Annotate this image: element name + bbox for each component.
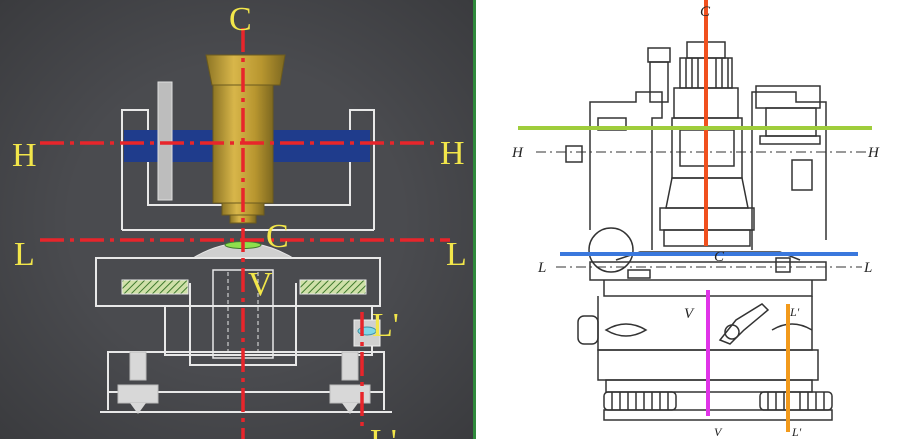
left-label-h-left: H [12, 137, 37, 174]
left-axis-plate-right [272, 130, 370, 162]
left-hatch-right [299, 279, 367, 295]
left-foot-screw-left [117, 351, 159, 414]
left-hatch-left [121, 279, 189, 295]
left-telescope [205, 54, 286, 224]
left-label-c-mid: C [266, 218, 289, 255]
right-tribrach [597, 349, 833, 421]
right-label-h-right: H [867, 145, 880, 161]
left-label-l-prime: L' [372, 307, 399, 344]
right-finder-scope [647, 47, 671, 103]
left-axis-lines [40, 28, 450, 439]
left-label-l-left: L [14, 236, 35, 273]
left-label-l-right: L [446, 236, 467, 273]
right-label-v: V [684, 306, 695, 322]
right-label-c-top: C [700, 4, 711, 20]
left-foot-screw-right [329, 351, 371, 414]
left-label-l-prime-bottom: L' [370, 423, 397, 439]
left-tribrach [100, 351, 392, 413]
left-label-v: V [248, 266, 273, 303]
panel-divider [473, 0, 476, 439]
left-label-h-right: H [440, 135, 465, 172]
left-panel: C H H C L L V L' L' [0, 0, 473, 439]
right-label-l-prime: L' [789, 305, 800, 319]
right-left-standard [565, 91, 663, 273]
right-panel-background [476, 0, 898, 439]
right-label-l-right: L [863, 260, 872, 276]
right-axis-lines [518, 0, 872, 432]
right-label-l-prime-bottom: L' [791, 425, 802, 439]
right-label-l-left: L [537, 260, 546, 276]
left-vertical-circle [157, 81, 173, 201]
right-right-standard [751, 85, 827, 250]
left-label-c-top: C [229, 1, 252, 38]
right-label-v-bottom: V [714, 425, 723, 439]
right-label-h-left: H [511, 145, 524, 161]
right-label-c-mid: C [714, 249, 725, 265]
